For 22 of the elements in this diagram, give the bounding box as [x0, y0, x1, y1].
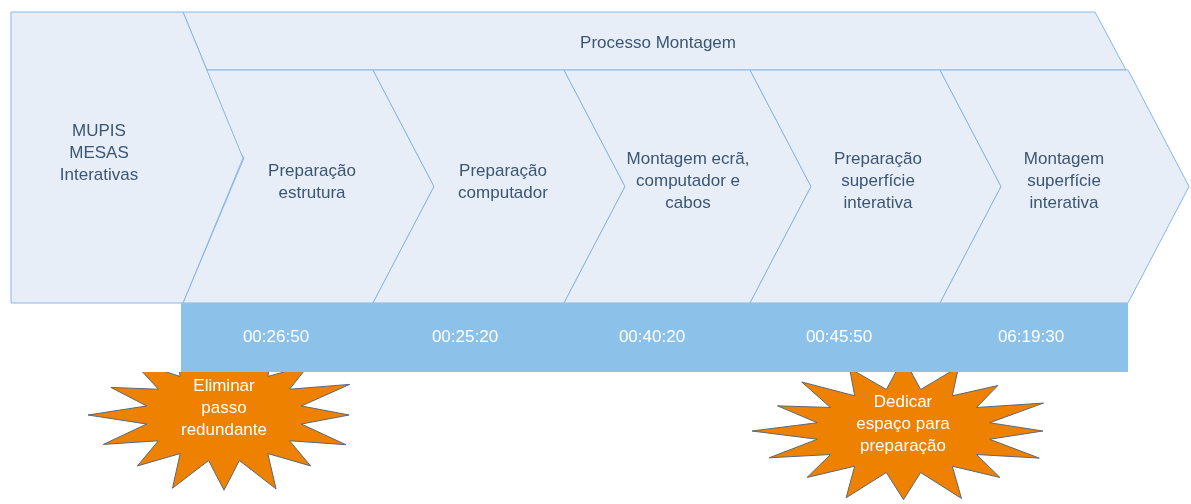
duration-label: 06:19:30: [996, 326, 1066, 348]
step-label: Preparação computador: [457, 160, 549, 204]
step-label: Processo Montagem: [579, 32, 737, 54]
process-step: [750, 70, 1001, 303]
process-step: [183, 70, 434, 303]
step-label: MUPIS MESAS Interativas: [58, 120, 140, 186]
step-label: Preparação superfície interativa: [833, 148, 923, 214]
process-step: [564, 70, 811, 303]
duration-label: 00:45:50: [804, 326, 874, 348]
callout-text: Dedicar espaço para preparação: [855, 391, 951, 457]
start-chevron: [11, 12, 243, 303]
process-step: [940, 70, 1189, 303]
duration-label: 00:25:20: [430, 326, 500, 348]
process-step: [373, 70, 625, 303]
callout-text: Eliminar passo redundante: [180, 375, 268, 441]
process-band: [183, 12, 1126, 70]
duration-label: 00:26:50: [241, 326, 311, 348]
duration-label: 00:40:20: [617, 326, 687, 348]
step-label: Montagem superfície interativa: [1022, 148, 1106, 214]
step-label: Preparação estrutura: [267, 160, 357, 204]
time-bar: [181, 303, 1128, 372]
step-label: Montagem ecrã, computador e cabos: [625, 148, 751, 214]
